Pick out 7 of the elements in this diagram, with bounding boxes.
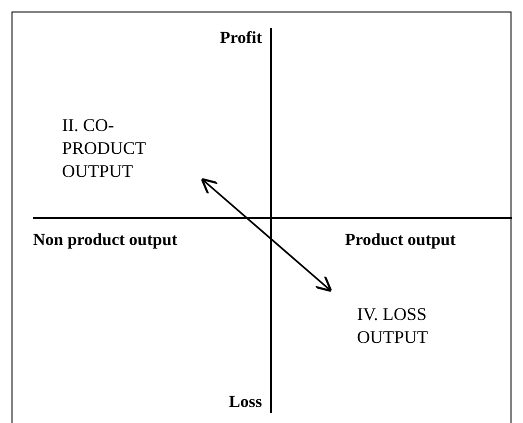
axis-label: Non product output	[33, 230, 178, 250]
axis-label: Product output	[345, 230, 456, 250]
axis-label: Profit	[220, 28, 262, 48]
axis-label: Loss	[228, 392, 262, 412]
quadrant-label: II. CO-PRODUCT OUTPUT	[62, 114, 152, 183]
quadrant-label: IV. LOSS OUTPUT	[357, 303, 467, 349]
double-headed-arrow	[200, 178, 332, 292]
